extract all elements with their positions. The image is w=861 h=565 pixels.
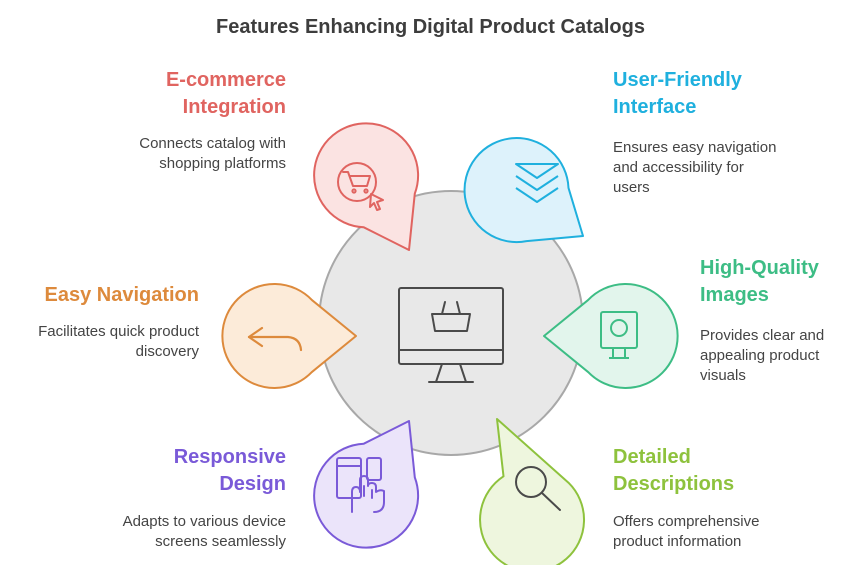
user-friendly-desc-line2: and accessibility for xyxy=(613,159,744,176)
ecommerce-heading: E-commerce Integration xyxy=(166,67,286,121)
easy-nav-heading-line1: Easy Navigation xyxy=(44,284,199,306)
ecommerce-heading-line2: Integration xyxy=(182,96,286,118)
easy-nav-desc-line2: discovery xyxy=(135,343,199,360)
user-friendly-heading-line1: User-Friendly xyxy=(613,69,742,91)
high-quality-description: Provides clear and appealing product vis… xyxy=(700,326,824,386)
high-quality-pin xyxy=(543,283,679,389)
magnifier-icon xyxy=(515,466,561,511)
high-quality-heading-line1: High-Quality xyxy=(700,257,819,279)
detailed-desc-line2: product information xyxy=(613,533,742,550)
detailed-pin xyxy=(479,418,586,565)
easy-nav-desc-line1: Facilitates quick product xyxy=(38,323,199,340)
responsive-heading-line2: Design xyxy=(219,473,286,495)
responsive-heading-line1: Responsive xyxy=(173,446,286,468)
ecommerce-desc-line2: shopping platforms xyxy=(159,155,286,172)
easy-nav-heading: Easy Navigation xyxy=(44,282,199,309)
photo-stand-icon xyxy=(600,311,638,359)
shopping-cart-cursor-icon xyxy=(337,162,384,211)
ecommerce-desc-line1: Connects catalog with xyxy=(139,135,286,152)
detailed-heading: Detailed Descriptions xyxy=(613,444,734,498)
high-quality-desc-line1: Provides clear and xyxy=(700,327,825,344)
user-friendly-description: Ensures easy navigation and accessibilit… xyxy=(613,138,776,198)
user-friendly-heading-line2: Interface xyxy=(613,96,697,118)
easy-nav-description: Facilitates quick product discovery xyxy=(38,322,199,362)
detailed-description: Offers comprehensive product information xyxy=(613,512,759,552)
easy-nav-pin xyxy=(221,283,357,389)
high-quality-desc-line3: visuals xyxy=(700,367,746,384)
detailed-desc-line1: Offers comprehensive xyxy=(613,513,760,530)
user-friendly-heading: User-Friendly Interface xyxy=(613,67,742,121)
stacked-chevrons-icon xyxy=(515,163,559,203)
responsive-description: Adapts to various device screens seamles… xyxy=(123,512,286,552)
devices-hand-icon xyxy=(336,457,385,513)
high-quality-heading-line2: Images xyxy=(700,284,769,306)
high-quality-heading: High-Quality Images xyxy=(700,255,819,309)
responsive-desc-line2: screens seamlessly xyxy=(155,533,286,550)
responsive-heading: Responsive Design xyxy=(174,444,286,498)
ecommerce-description: Connects catalog with shopping platforms xyxy=(139,134,286,174)
ecommerce-heading-line1: E-commerce xyxy=(165,69,286,91)
user-friendly-pin xyxy=(463,137,584,244)
high-quality-desc-line2: appealing product xyxy=(700,347,820,364)
return-arrow-icon xyxy=(247,326,303,352)
detailed-heading-line1: Detailed xyxy=(613,446,691,468)
responsive-desc-line1: Adapts to various device xyxy=(122,513,286,530)
user-friendly-desc-line1: Ensures easy navigation xyxy=(613,139,777,156)
user-friendly-desc-line3: users xyxy=(613,179,650,196)
monitor-basket-icon xyxy=(398,287,504,383)
detailed-heading-line2: Descriptions xyxy=(613,473,735,495)
responsive-pin xyxy=(313,420,420,549)
diagram-title: Features Enhancing Digital Product Catal… xyxy=(216,16,645,38)
